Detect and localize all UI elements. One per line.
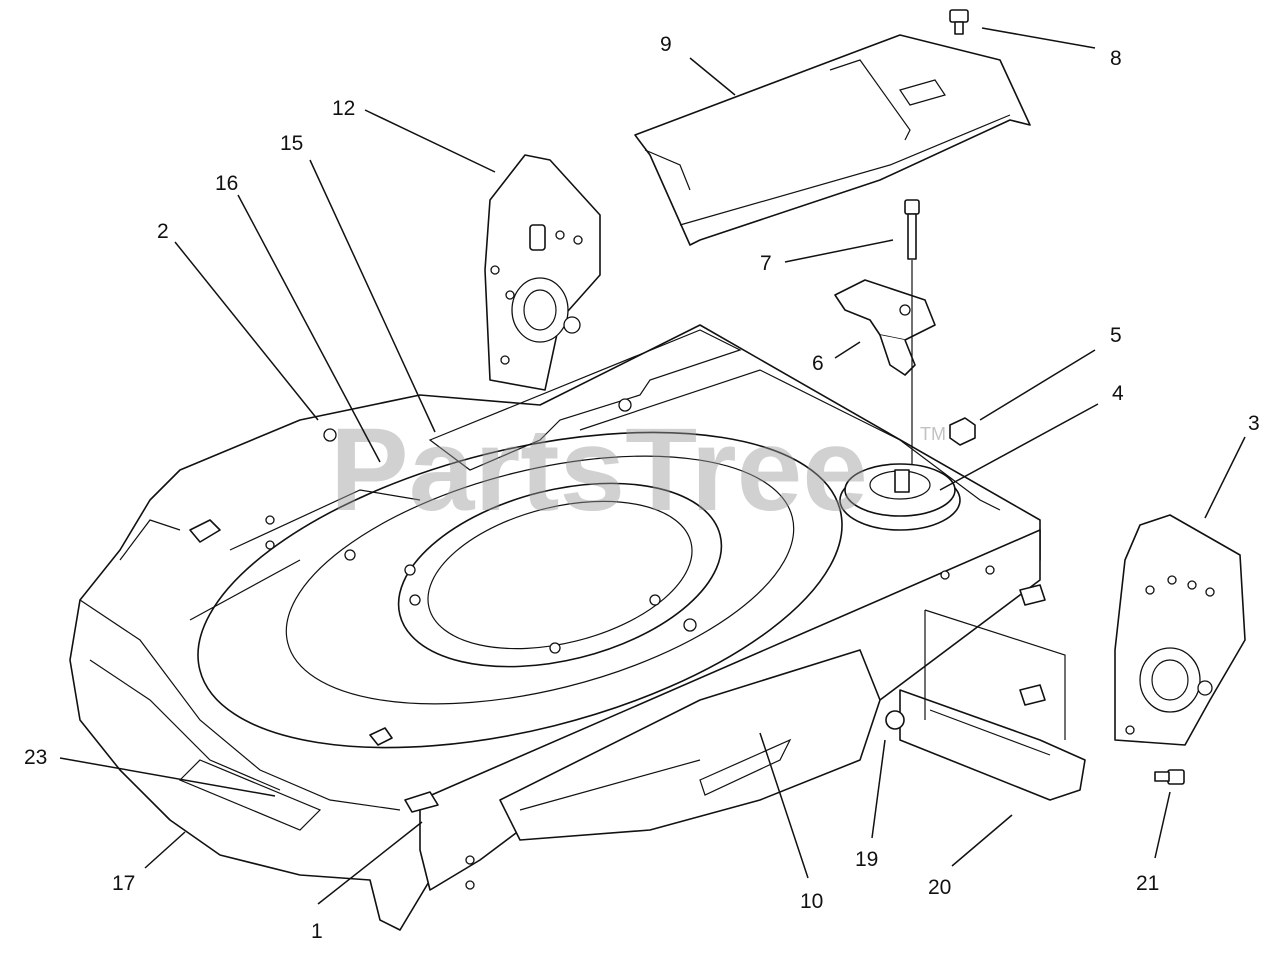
watermark: PartsTree <box>330 404 868 536</box>
belt-cover[interactable] <box>634 34 1031 246</box>
leader-12 <box>364 109 496 173</box>
callout-7[interactable]: 7 <box>760 252 772 275</box>
callout-2[interactable]: 2 <box>157 220 169 243</box>
leader-20 <box>951 814 1013 867</box>
leader-10 <box>759 732 809 879</box>
leader-21 <box>1154 791 1171 859</box>
mounting-bracket[interactable] <box>834 279 936 376</box>
callout-19[interactable]: 19 <box>855 848 878 871</box>
leader-6 <box>834 341 861 359</box>
leader-5 <box>979 349 1096 421</box>
leader-2 <box>174 241 319 421</box>
callout-10[interactable]: 10 <box>800 890 823 913</box>
leader-lines <box>59 27 1246 905</box>
wheel-bracket-left[interactable] <box>484 154 601 391</box>
bolt-long[interactable] <box>904 199 920 465</box>
leader-3 <box>1204 436 1246 519</box>
axle-nut[interactable] <box>885 710 905 730</box>
callout-6[interactable]: 6 <box>812 352 824 375</box>
wheel-bracket-right[interactable] <box>1114 514 1246 746</box>
leader-17 <box>144 831 186 869</box>
leader-1 <box>317 821 423 905</box>
callout-3[interactable]: 3 <box>1248 412 1260 435</box>
axle[interactable] <box>899 584 1086 801</box>
callout-17[interactable]: 17 <box>112 872 135 895</box>
leader-19 <box>871 739 886 839</box>
callout-12[interactable]: 12 <box>332 97 355 120</box>
leader-23 <box>59 757 276 797</box>
callout-5[interactable]: 5 <box>1110 324 1122 347</box>
mower-deck-housing[interactable] <box>69 324 1041 931</box>
leader-7 <box>784 239 894 263</box>
pulley[interactable] <box>839 463 961 531</box>
callout-9[interactable]: 9 <box>660 33 672 56</box>
bolt-top[interactable] <box>949 9 969 35</box>
callout-labels: 9 8 12 15 16 2 7 6 5 4 3 23 17 1 10 19 2… <box>24 33 1260 943</box>
leader-16 <box>237 194 381 463</box>
bolt-right[interactable] <box>1154 769 1185 785</box>
nut[interactable] <box>949 417 976 446</box>
leader-8 <box>981 27 1096 49</box>
callout-1[interactable]: 1 <box>311 920 323 943</box>
leader-9 <box>689 57 736 96</box>
callout-15[interactable]: 15 <box>280 132 303 155</box>
callout-21[interactable]: 21 <box>1136 872 1159 895</box>
leader-15 <box>309 159 436 433</box>
callout-4[interactable]: 4 <box>1112 382 1124 405</box>
callout-8[interactable]: 8 <box>1110 47 1122 70</box>
watermark-trademark: TM <box>920 424 946 444</box>
leader-4 <box>939 403 1099 491</box>
callout-16[interactable]: 16 <box>215 172 238 195</box>
callout-20[interactable]: 20 <box>928 876 951 899</box>
callout-23[interactable]: 23 <box>24 746 47 769</box>
